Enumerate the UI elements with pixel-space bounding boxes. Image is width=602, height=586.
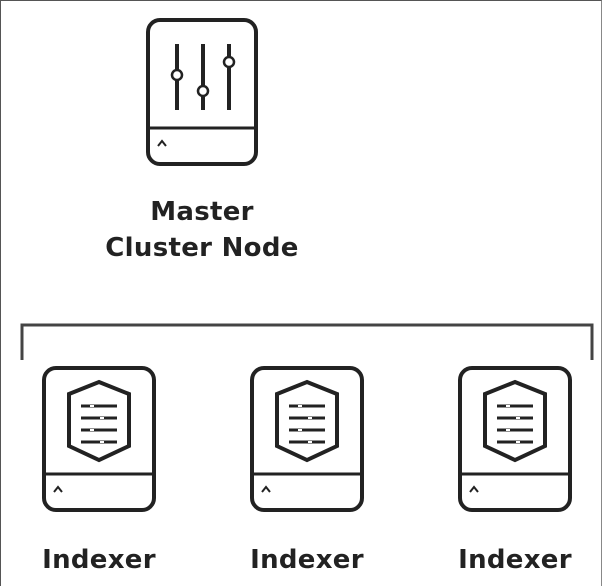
indexer-label-1: Indexer [42, 545, 156, 575]
indexer-device-1 [42, 366, 156, 512]
master-label: Master Cluster Node [100, 194, 304, 266]
cluster-bracket [20, 323, 594, 360]
master-label-line1: Master [150, 197, 254, 227]
mixer-sliders-icon [170, 44, 236, 110]
master-node-device [146, 18, 258, 166]
indexer-device-2 [250, 366, 364, 512]
indexer-label-2: Indexer [250, 545, 364, 575]
server-stack-icon [275, 379, 339, 463]
server-stack-icon [67, 379, 131, 463]
indexer-label-3: Indexer [458, 545, 572, 575]
master-label-line2: Cluster Node [105, 233, 299, 263]
indexer-device-3 [458, 366, 572, 512]
server-stack-icon [483, 379, 547, 463]
